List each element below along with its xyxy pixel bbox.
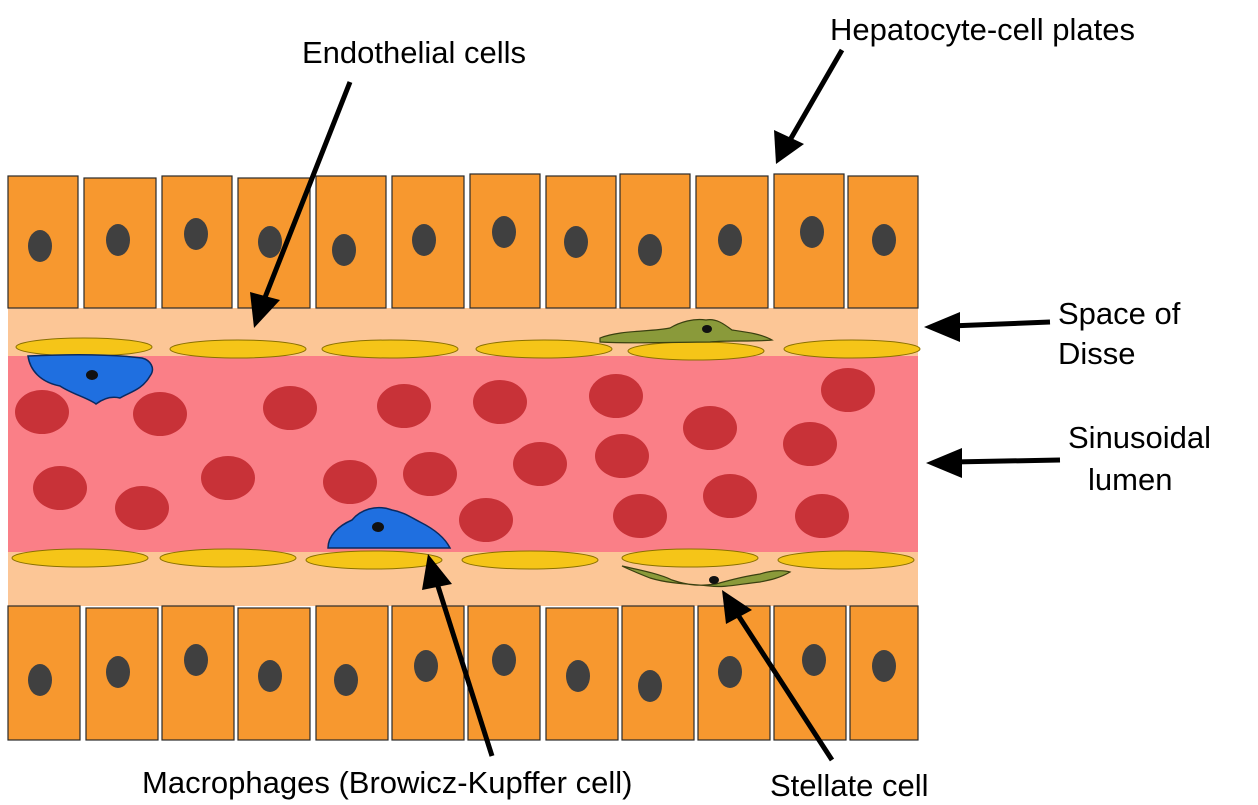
stellate-nucleus — [709, 576, 719, 584]
hepatocyte-nucleus — [564, 226, 588, 258]
red-blood-cell — [263, 386, 317, 430]
hepatocyte-nucleus — [638, 234, 662, 266]
hepatocyte-cell — [696, 176, 768, 308]
hepatocyte-cell — [162, 176, 232, 308]
endothelial-cell — [462, 551, 598, 569]
red-blood-cell — [683, 406, 737, 450]
hepatocyte-nucleus — [412, 224, 436, 256]
hepatocyte-plate-top — [8, 174, 918, 308]
red-blood-cell — [821, 368, 875, 412]
hepatocyte-nucleus — [332, 234, 356, 266]
hepatocyte-cell — [238, 178, 310, 308]
hepatocyte-nucleus — [718, 224, 742, 256]
hepatocyte-cell — [620, 174, 690, 308]
red-blood-cell — [323, 460, 377, 504]
hepatocyte-nucleus — [492, 644, 516, 676]
red-blood-cell — [613, 494, 667, 538]
hepatocyte-nucleus — [718, 656, 742, 688]
hepatocyte-cell — [546, 176, 616, 308]
hepatocyte-nucleus — [258, 226, 282, 258]
hepatocyte-cell — [470, 174, 540, 308]
red-blood-cell — [703, 474, 757, 518]
label-sinusoidal-lumen-line2: lumen — [1088, 462, 1172, 497]
label-space-of-disse-line2: Disse — [1058, 336, 1136, 371]
endothelial-cell — [170, 340, 306, 358]
hepatocyte-cell — [84, 178, 156, 308]
hepatocyte-cell — [848, 176, 918, 308]
endothelial-cell — [784, 340, 920, 358]
red-blood-cell — [15, 390, 69, 434]
hepatocyte-arrowhead — [774, 130, 804, 164]
endothelial-cell — [16, 338, 152, 356]
hepatocyte-nucleus — [258, 660, 282, 692]
hepatocyte-nucleus — [28, 230, 52, 262]
label-stellate-cell: Stellate cell — [770, 768, 929, 803]
lumen-arrow-line — [952, 460, 1060, 462]
hepatocyte-cell — [774, 606, 846, 740]
hepatocyte-cell — [238, 608, 310, 740]
red-blood-cell — [513, 442, 567, 486]
hepatocyte-cell — [850, 606, 918, 740]
endothelial-cell — [622, 549, 758, 567]
macrophage-nucleus — [372, 522, 384, 532]
hepatocyte-nucleus — [184, 218, 208, 250]
label-hepatocyte-cell-plates: Hepatocyte-cell plates — [830, 12, 1135, 47]
label-space-of-disse-line1: Space of — [1058, 296, 1181, 331]
endothelial-cell — [628, 342, 764, 360]
label-sinusoidal-lumen-line1: Sinusoidal — [1068, 420, 1211, 455]
stellate-nucleus — [702, 325, 712, 333]
red-blood-cell — [595, 434, 649, 478]
red-blood-cell — [783, 422, 837, 466]
hepatocyte-cell — [86, 608, 158, 740]
red-blood-cell — [201, 456, 255, 500]
label-endothelial-cells: Endothelial cells — [302, 35, 526, 70]
hepatocyte-cell — [698, 606, 770, 740]
hepatocyte-cell — [8, 176, 78, 308]
lumen-arrowhead — [926, 448, 962, 478]
disse-arrow-line — [950, 322, 1050, 326]
endothelial-cell — [322, 340, 458, 358]
red-blood-cell — [133, 392, 187, 436]
red-blood-cell — [33, 466, 87, 510]
red-blood-cell — [795, 494, 849, 538]
hepatocyte-nucleus — [492, 216, 516, 248]
hepatocyte-nucleus — [184, 644, 208, 676]
endothelial-cell — [12, 549, 148, 567]
hepatocyte-arrow-line — [790, 50, 842, 140]
hepatocyte-cell — [316, 176, 386, 308]
label-macrophages: Macrophages (Browicz-Kupffer cell) — [142, 765, 632, 800]
hepatocyte-cell — [622, 606, 694, 740]
red-blood-cell — [459, 498, 513, 542]
red-blood-cell — [403, 452, 457, 496]
hepatocyte-cell — [316, 606, 388, 740]
hepatocyte-nucleus — [872, 650, 896, 682]
hepatocyte-nucleus — [802, 644, 826, 676]
hepatocyte-nucleus — [800, 216, 824, 248]
hepatocyte-nucleus — [638, 670, 662, 702]
endothelial-cell — [778, 551, 914, 569]
hepatocyte-cell — [392, 176, 464, 308]
hepatocyte-cell — [774, 174, 844, 308]
hepatocyte-cell — [546, 608, 618, 740]
endothelial-cell — [476, 340, 612, 358]
hepatocyte-nucleus — [872, 224, 896, 256]
red-blood-cell — [473, 380, 527, 424]
red-blood-cell — [589, 374, 643, 418]
macrophage-nucleus — [86, 370, 98, 380]
endothelial-cell — [306, 551, 442, 569]
hepatocyte-cell — [162, 606, 234, 740]
red-blood-cell — [377, 384, 431, 428]
hepatocyte-nucleus — [566, 660, 590, 692]
hepatocyte-nucleus — [106, 656, 130, 688]
hepatocyte-cell — [8, 606, 80, 740]
hepatocyte-nucleus — [334, 664, 358, 696]
endothelial-cell — [160, 549, 296, 567]
hepatocyte-nucleus — [106, 224, 130, 256]
red-blood-cell — [115, 486, 169, 530]
disse-arrowhead — [924, 312, 960, 342]
hepatocyte-nucleus — [414, 650, 438, 682]
hepatocyte-nucleus — [28, 664, 52, 696]
